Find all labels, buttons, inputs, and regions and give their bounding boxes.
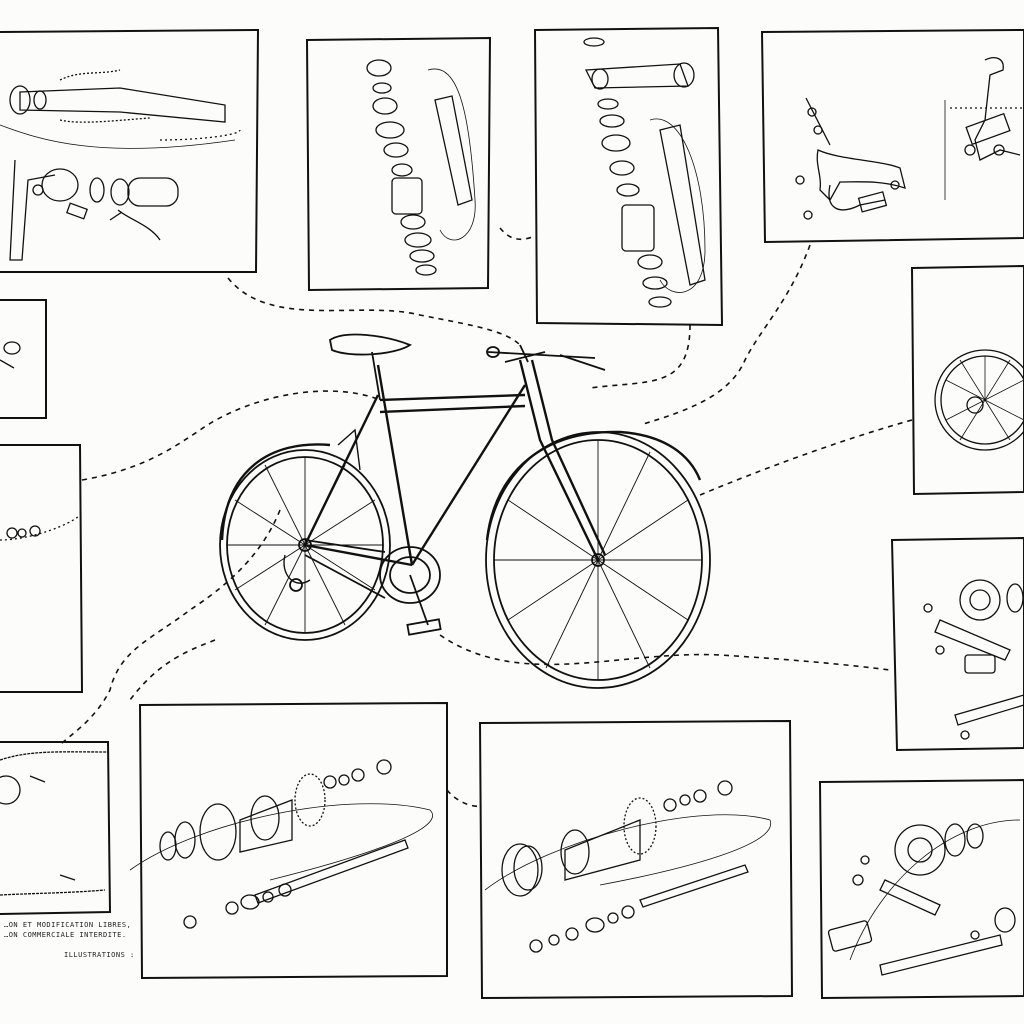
rear-wheel-panel: [910, 264, 1024, 496]
bicycle-front-wheel: [485, 431, 711, 689]
left-edge-panel: [0, 299, 47, 419]
copyright-note: …ON ET MODIFICATION LIBRES, …ON COMMERCI…: [4, 920, 144, 960]
bicycle-saddle: [328, 333, 412, 356]
brake-caliper-panel: [760, 28, 1024, 244]
bicycle-handlebar: [486, 344, 606, 371]
crankset-panel-bottom: [818, 778, 1024, 1000]
bicycle-rear-wheel: [219, 449, 391, 641]
bicycle-frame: [303, 359, 607, 567]
illustrator-label: ILLUSTRATIONS :: [64, 951, 135, 959]
bicycle-illustration: [219, 333, 711, 689]
credit-line-2: …ON COMMERCIALE INTERDITE.: [4, 931, 127, 939]
stem-handlebar-panel: [0, 28, 260, 273]
fixed-hub-panel: [129, 701, 448, 980]
cassette-hub-panel: [478, 719, 794, 1000]
bicycle-drivetrain: [283, 539, 442, 636]
crankset-panel-right: [890, 536, 1024, 752]
headset-panel: [305, 36, 492, 292]
credit-line-1: …ON ET MODIFICATION LIBRES,: [4, 921, 132, 929]
axle-nut-panel: [0, 444, 84, 693]
connector-lines: [59, 227, 913, 808]
chain-panel: [0, 741, 112, 915]
stem-headset-panel: [533, 26, 724, 327]
